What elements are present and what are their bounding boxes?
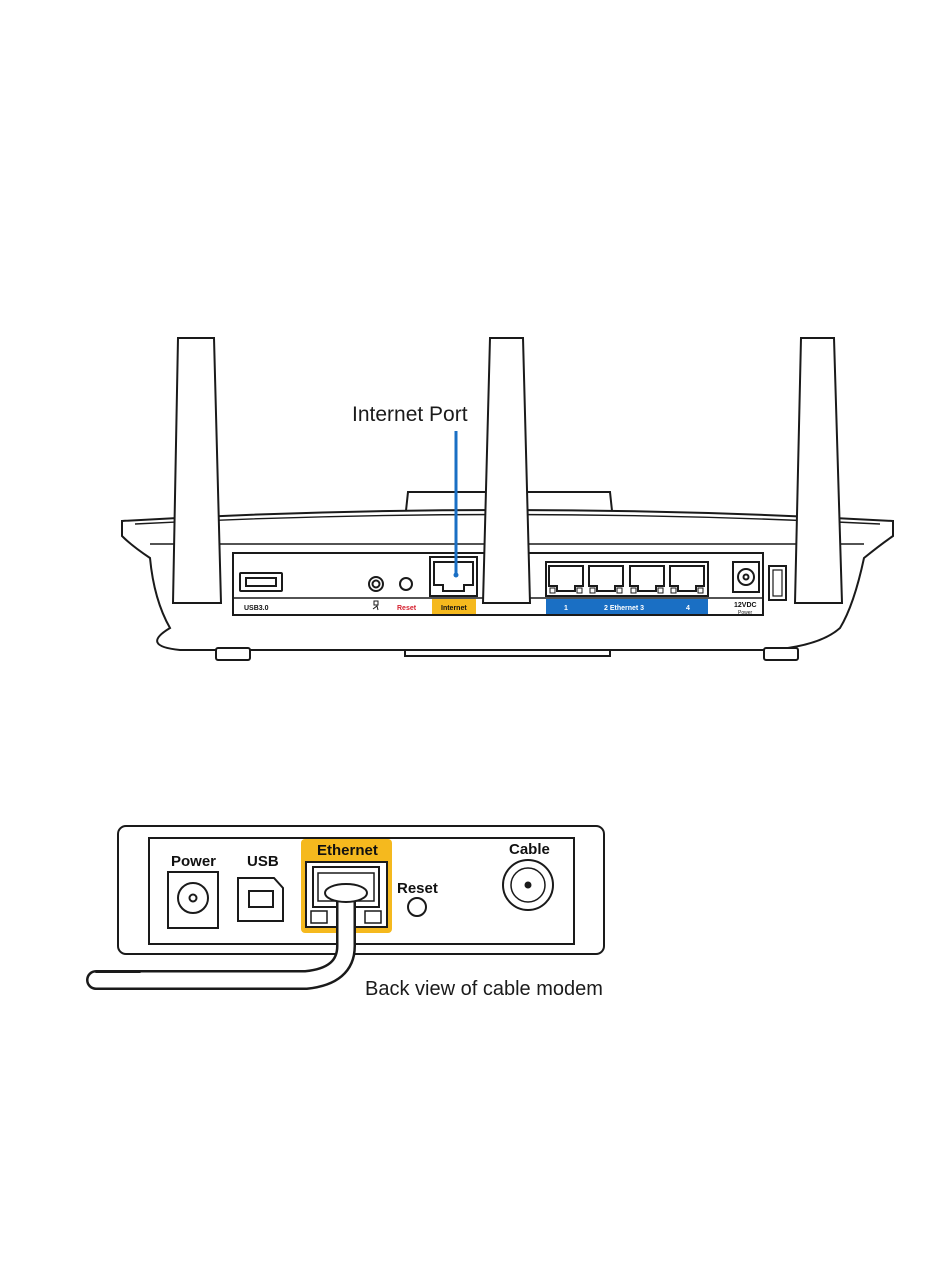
- power-voltage-label: 12VDC: [734, 602, 757, 609]
- modem-caption: Back view of cable modem: [365, 978, 603, 1001]
- modem-power-label: Power: [171, 853, 216, 870]
- lan-1-label: 1: [564, 605, 568, 612]
- antenna-right: [795, 338, 842, 603]
- modem-reset-label: Reset: [397, 880, 438, 897]
- lan-4-label: 4: [686, 605, 690, 612]
- reset-button: [400, 578, 412, 590]
- modem-cable-label: Cable: [509, 841, 550, 858]
- modem-ethernet-label: Ethernet: [317, 842, 378, 859]
- router-foot-left: [216, 648, 250, 660]
- antenna-left: [173, 338, 221, 603]
- power-word-label: Power: [738, 610, 753, 616]
- internet-label: Internet: [441, 605, 467, 612]
- ethernet-plug: [325, 884, 367, 902]
- ethernet-label: 2 Ethernet 3: [604, 605, 644, 612]
- router-back-view: [122, 338, 893, 660]
- router-foot-right: [764, 648, 798, 660]
- modem-usb-label: USB: [247, 853, 279, 870]
- usb-label: USB3.0: [244, 605, 269, 612]
- internet-port-callout: Internet Port: [352, 403, 468, 427]
- reset-label: Reset: [397, 605, 417, 612]
- antenna-center: [483, 338, 530, 603]
- lan-ports: [546, 562, 708, 596]
- modem-reset-button: [408, 898, 426, 916]
